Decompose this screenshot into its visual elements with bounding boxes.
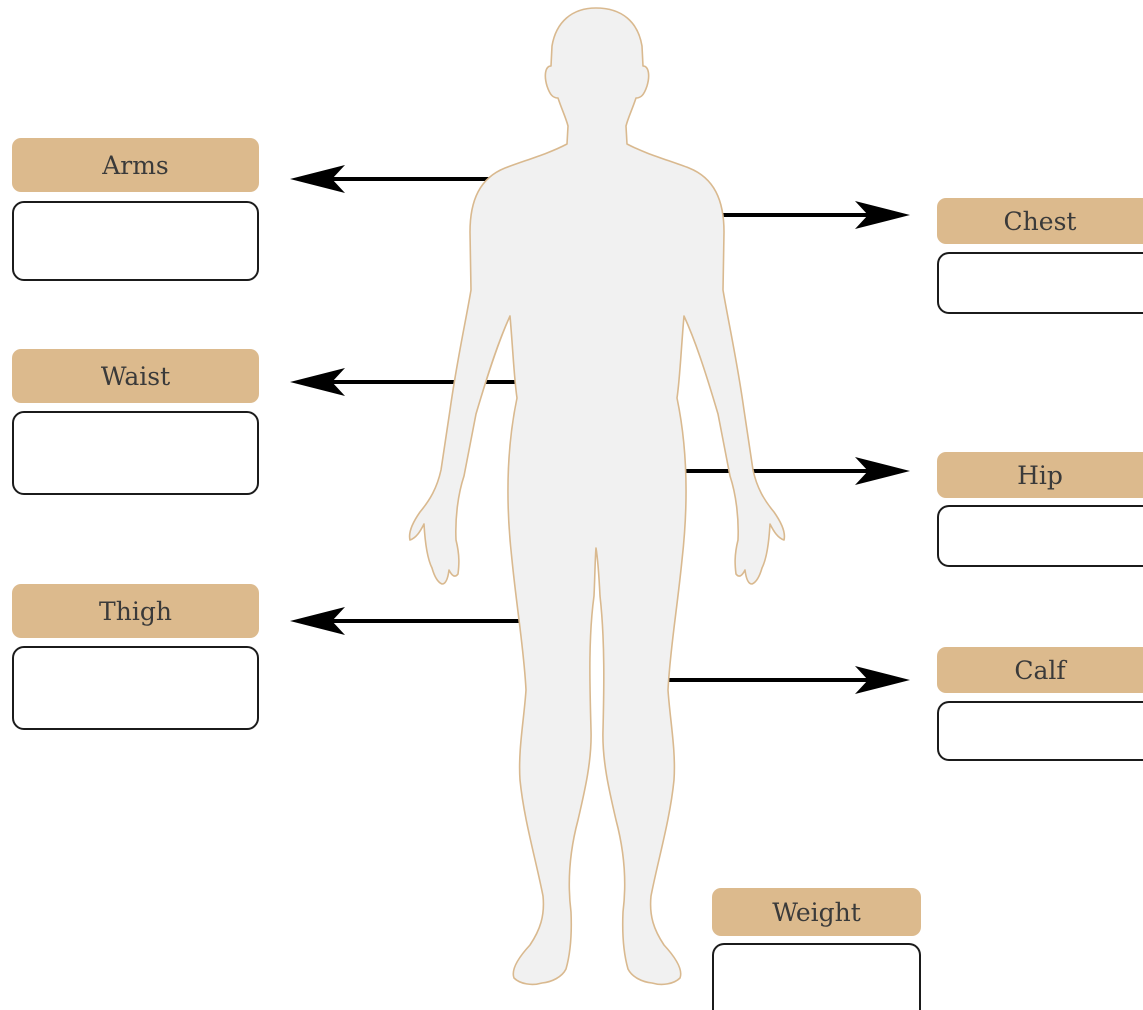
arrow-arms bbox=[290, 165, 505, 193]
waist-input[interactable] bbox=[12, 411, 259, 495]
label-thigh: Thigh bbox=[12, 584, 259, 638]
arrow-hip bbox=[675, 457, 910, 485]
label-weight: Weight bbox=[712, 888, 921, 936]
human-silhouette bbox=[410, 8, 785, 984]
hip-input[interactable] bbox=[937, 505, 1143, 567]
arrow-thigh bbox=[290, 607, 520, 635]
thigh-input[interactable] bbox=[12, 646, 259, 730]
arrow-chest bbox=[705, 201, 910, 229]
label-chest: Chest bbox=[937, 198, 1143, 244]
calf-input[interactable] bbox=[937, 701, 1143, 761]
label-waist: Waist bbox=[12, 349, 259, 403]
chest-input[interactable] bbox=[937, 252, 1143, 314]
arrow-calf bbox=[660, 666, 910, 694]
weight-input[interactable] bbox=[712, 943, 921, 1010]
label-arms: Arms bbox=[12, 138, 259, 192]
arms-input[interactable] bbox=[12, 201, 259, 281]
label-calf: Calf bbox=[937, 647, 1143, 693]
label-hip: Hip bbox=[937, 452, 1143, 498]
